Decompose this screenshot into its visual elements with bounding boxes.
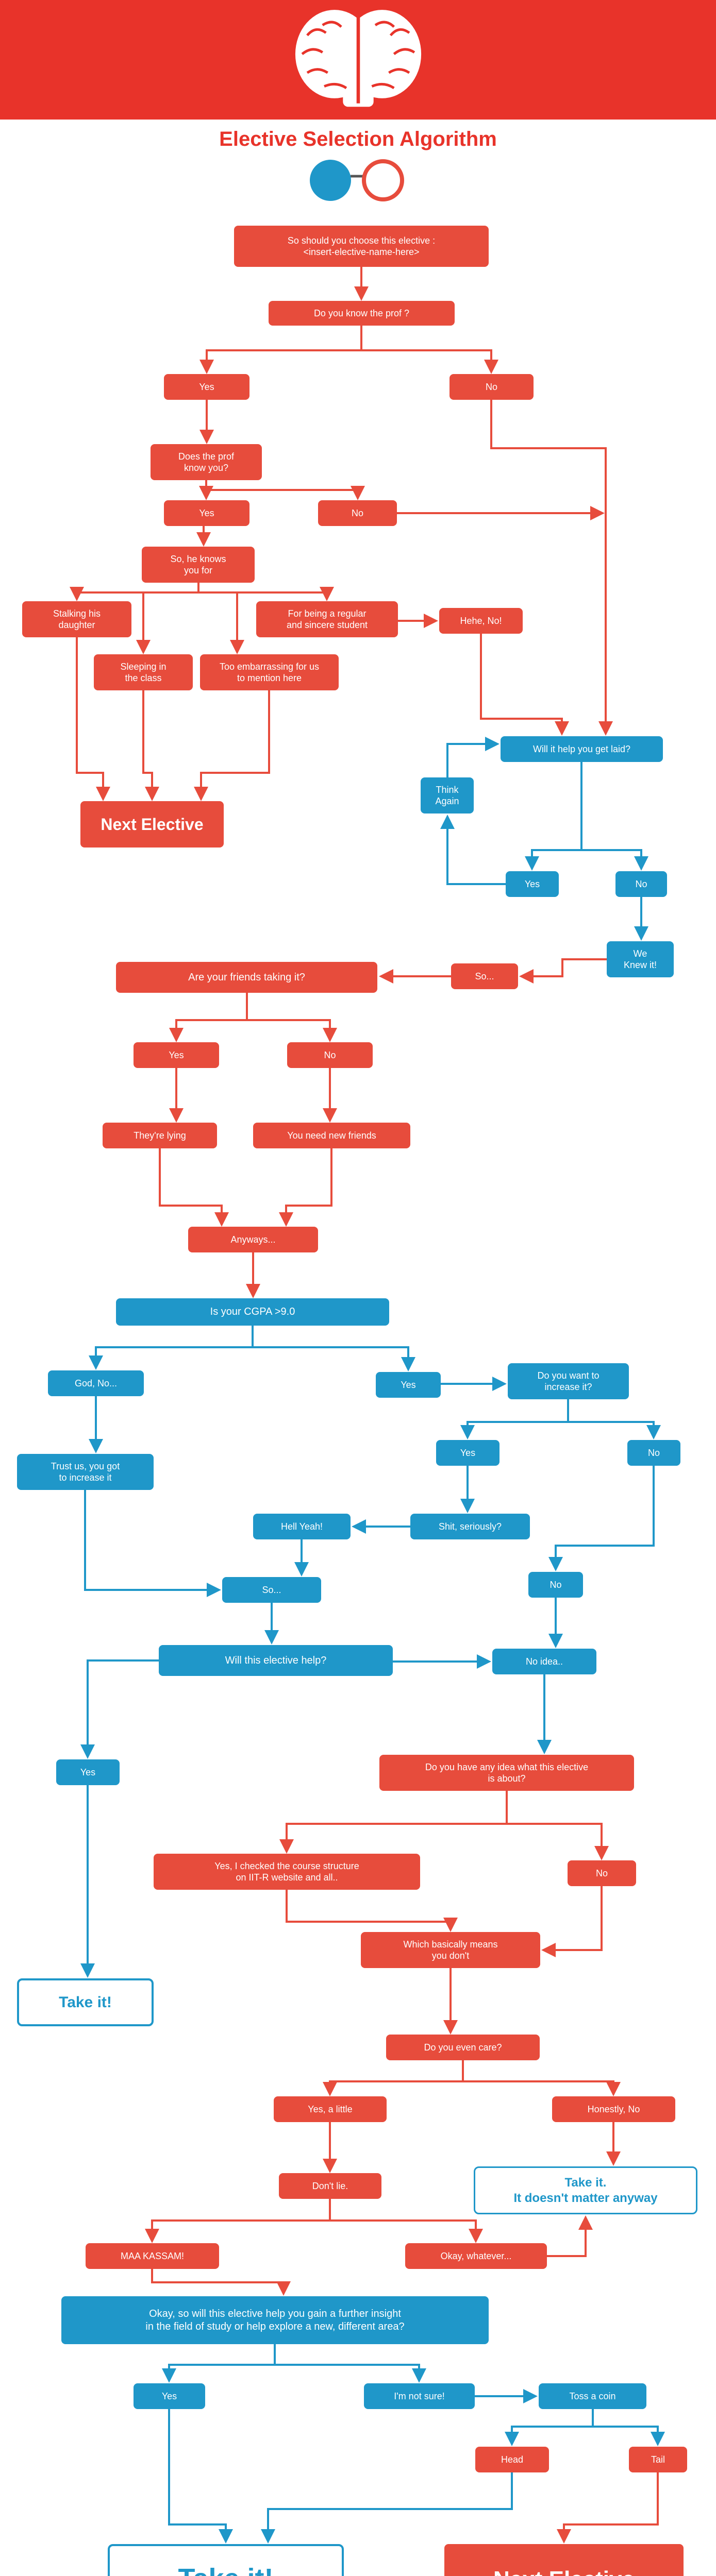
node-we-knew-it: We Knew it! [607,941,674,977]
node-take-it-final: Take it! [108,2544,344,2576]
node-think-again: Think Again [421,777,474,814]
node-no-6: No [528,1572,583,1598]
node-not-sure: I'm not sure! [364,2383,475,2409]
node-insight-yes: Yes [134,2383,205,2409]
node-toss-coin: Toss a coin [539,2383,646,2409]
node-next-elective-final: Next Elective [444,2544,684,2576]
node-hehe-no: Hehe, No! [439,608,523,634]
node-too-embarrassing: Too embarrassing for us to mention here [200,654,339,690]
node-know-prof-no: No [449,374,534,400]
node-further-insight: Okay, so will this elective help you gai… [61,2296,489,2344]
glasses-icon [310,159,404,201]
node-even-care: Do you even care? [386,2035,540,2060]
node-get-laid: Will it help you get laid? [501,736,663,762]
node-anyways: Anyways... [188,1227,318,1252]
node-will-help-yes: Yes [56,1759,120,1785]
node-want-increase: Do you want to increase it? [508,1363,629,1399]
node-will-elective-help: Will this elective help? [159,1645,393,1676]
node-need-new-friends: You need new friends [253,1123,410,1148]
node-so-2: So... [222,1577,321,1603]
node-shit-seriously: Shit, seriously? [410,1514,530,1539]
node-stalking-daughter: Stalking his daughter [22,601,131,637]
node-yes-a-little: Yes, a little [274,2096,387,2122]
node-any-idea-about: Do you have any idea what this elective … [379,1755,634,1791]
node-checked-course-structure: Yes, I checked the course structure on I… [154,1854,420,1890]
node-get-laid-yes: Yes [506,871,559,897]
node-hell-yeah: Hell Yeah! [253,1514,351,1539]
node-trust-us: Trust us, you got to increase it [17,1454,154,1490]
node-god-no: God, No... [48,1370,144,1396]
node-theyre-lying: They're lying [103,1123,217,1148]
node-know-prof: Do you know the prof ? [269,301,455,326]
node-friends-no: No [287,1042,373,1068]
node-any-idea-no: No [568,1860,636,1886]
node-increase-yes: Yes [436,1440,499,1466]
node-okay-whatever: Okay, whatever... [405,2243,547,2269]
node-know-prof-yes: Yes [164,374,249,400]
node-prof-know-you-no: No [318,500,397,526]
node-tail: Tail [629,2447,687,2472]
page-title: Elective Selection Algorithm [219,128,497,150]
node-head: Head [475,2447,549,2472]
node-take-it-doesnt-matter: Take it. It doesn't matter anyway [474,2166,697,2214]
header-banner [0,0,716,120]
node-next-elective-top: Next Elective [80,801,224,848]
node-take-it-1: Take it! [17,1978,154,2026]
node-honestly-no: Honestly, No [552,2096,675,2122]
node-basically-means: Which basically means you don't [361,1932,540,1968]
node-sleeping-class: Sleeping in the class [94,654,193,690]
node-increase-no: No [627,1440,680,1466]
node-prof-know-you: Does the prof know you? [151,444,262,480]
node-knows-you-for: So, he knows you for [142,547,255,583]
node-regular-sincere: For being a regular and sincere student [256,601,398,637]
node-no-idea: No idea.. [492,1649,596,1674]
brain-icon [295,9,421,107]
node-cgpa-yes: Yes [376,1372,441,1398]
node-prof-know-you-yes: Yes [164,500,249,526]
node-cgpa: Is your CGPA >9.0 [116,1298,389,1326]
node-so-1: So... [451,963,518,989]
node-start-question: So should you choose this elective : <in… [234,226,489,267]
node-get-laid-no: No [615,871,667,897]
node-maa-kassam: MAA KASSAM! [86,2243,219,2269]
node-friends-yes: Yes [134,1042,219,1068]
node-friends-taking: Are your friends taking it? [116,962,377,993]
node-dont-lie: Don't lie. [279,2173,381,2199]
